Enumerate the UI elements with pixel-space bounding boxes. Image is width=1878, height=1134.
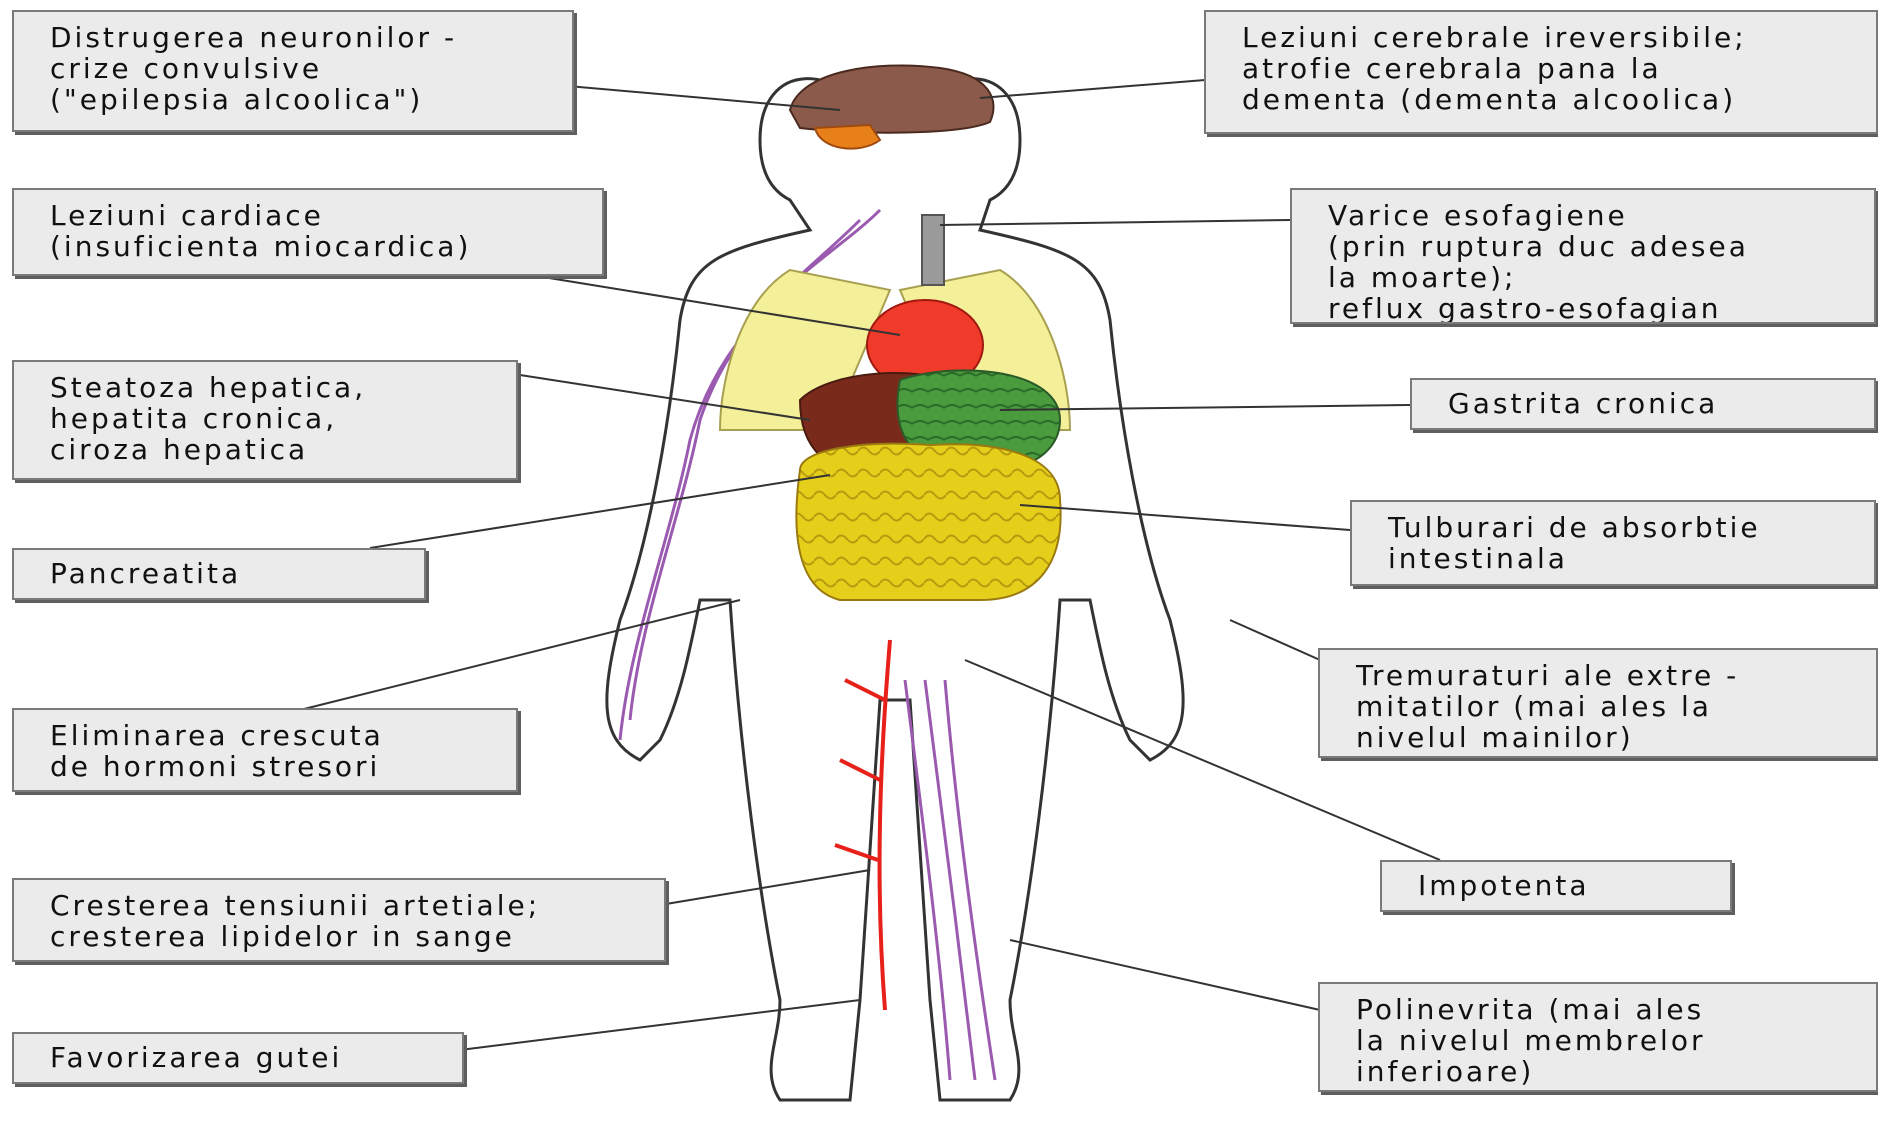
callout-esophageal-varices: Varice esofagiene (prin ruptura duc ades… (1290, 188, 1876, 324)
callout-impotence: Impotenta (1380, 860, 1732, 912)
callout-absorption-disorder: Tulburari de absorbtie intestinala (1350, 500, 1876, 586)
callout-blood-pressure: Cresterea tensiunii artetiale; cresterea… (12, 878, 666, 962)
callout-liver-disease: Steatoza hepatica, hepatita cronica, cir… (12, 360, 518, 480)
callout-gout: Favorizarea gutei (12, 1032, 464, 1084)
brain (790, 65, 993, 132)
callout-polyneuritis: Polinevrita (mai ales la nivelul membrel… (1318, 982, 1878, 1092)
callout-cardiac-lesions: Leziuni cardiace (insuficienta miocardic… (12, 188, 604, 276)
callout-chronic-gastritis: Gastrita cronica (1410, 378, 1876, 430)
callout-pancreatitis: Pancreatita (12, 548, 426, 600)
callout-tremors: Tremuraturi ale extre - mitatilor (mai a… (1318, 648, 1878, 758)
callout-neuron-destruction: Distrugerea neuronilor - crize convulsiv… (12, 10, 574, 132)
callout-stress-hormones: Eliminarea crescuta de hormoni stresori (12, 708, 518, 792)
callout-brain-lesions: Leziuni cerebrale ireversibile; atrofie … (1204, 10, 1878, 134)
intestines (796, 444, 1060, 600)
